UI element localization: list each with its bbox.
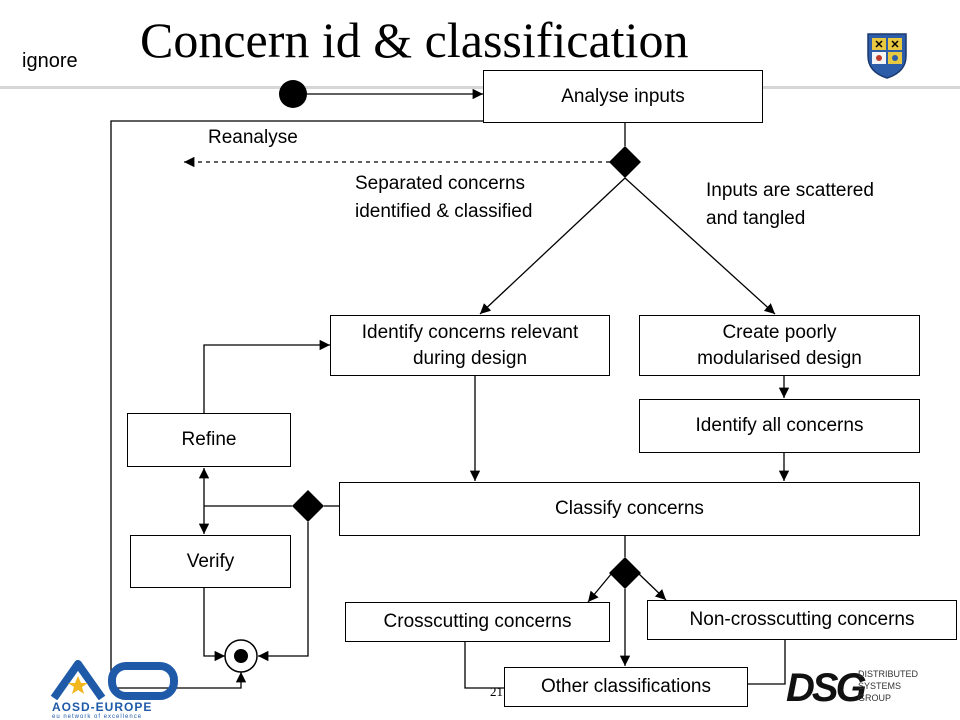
verify-node: Verify [130,535,291,588]
page-title: Concern id & classification [140,12,689,68]
scattered-inputs-label: Inputs are scattered and tangled [706,180,874,229]
page-number: 21 [490,684,503,699]
crosscutting-concerns-node: Crosscutting concerns [345,602,610,642]
aosd-europe-logo: AOSD-EUROPE eu network of excellence [46,660,196,720]
ignore-label: ignore [22,50,78,72]
aosd-logo-icon [50,660,178,700]
dsg-logo: DSG DISTRIBUTED SYSTEMS GROUP [786,664,926,716]
dsg-logo-text: DISTRIBUTED SYSTEMS GROUP [858,669,919,703]
aosd-logo-text: AOSD-EUROPE [52,700,153,714]
refine-node: Refine [127,413,291,467]
reanalyse-label: Reanalyse [208,127,298,148]
non-crosscutting-concerns-node: Non-crosscutting concerns [647,600,957,640]
university-crest-icon [867,33,907,79]
create-poorly-modularised-node: Create poorly modularised design [639,315,920,376]
dsg-logo-letters: DSG [786,666,867,710]
other-classifications-node: Other classifications [504,667,748,707]
header-divider [0,86,960,89]
classify-concerns-node: Classify concerns [339,482,920,536]
aosd-logo-tagline: eu network of excellence [52,714,143,720]
separated-concerns-label: Separated concerns identified & classifi… [355,173,533,222]
identify-all-concerns-node: Identify all concerns [639,399,920,453]
identify-relevant-concerns-node: Identify concerns relevant during design [330,315,610,376]
analyse-inputs-node: Analyse inputs [483,70,763,123]
